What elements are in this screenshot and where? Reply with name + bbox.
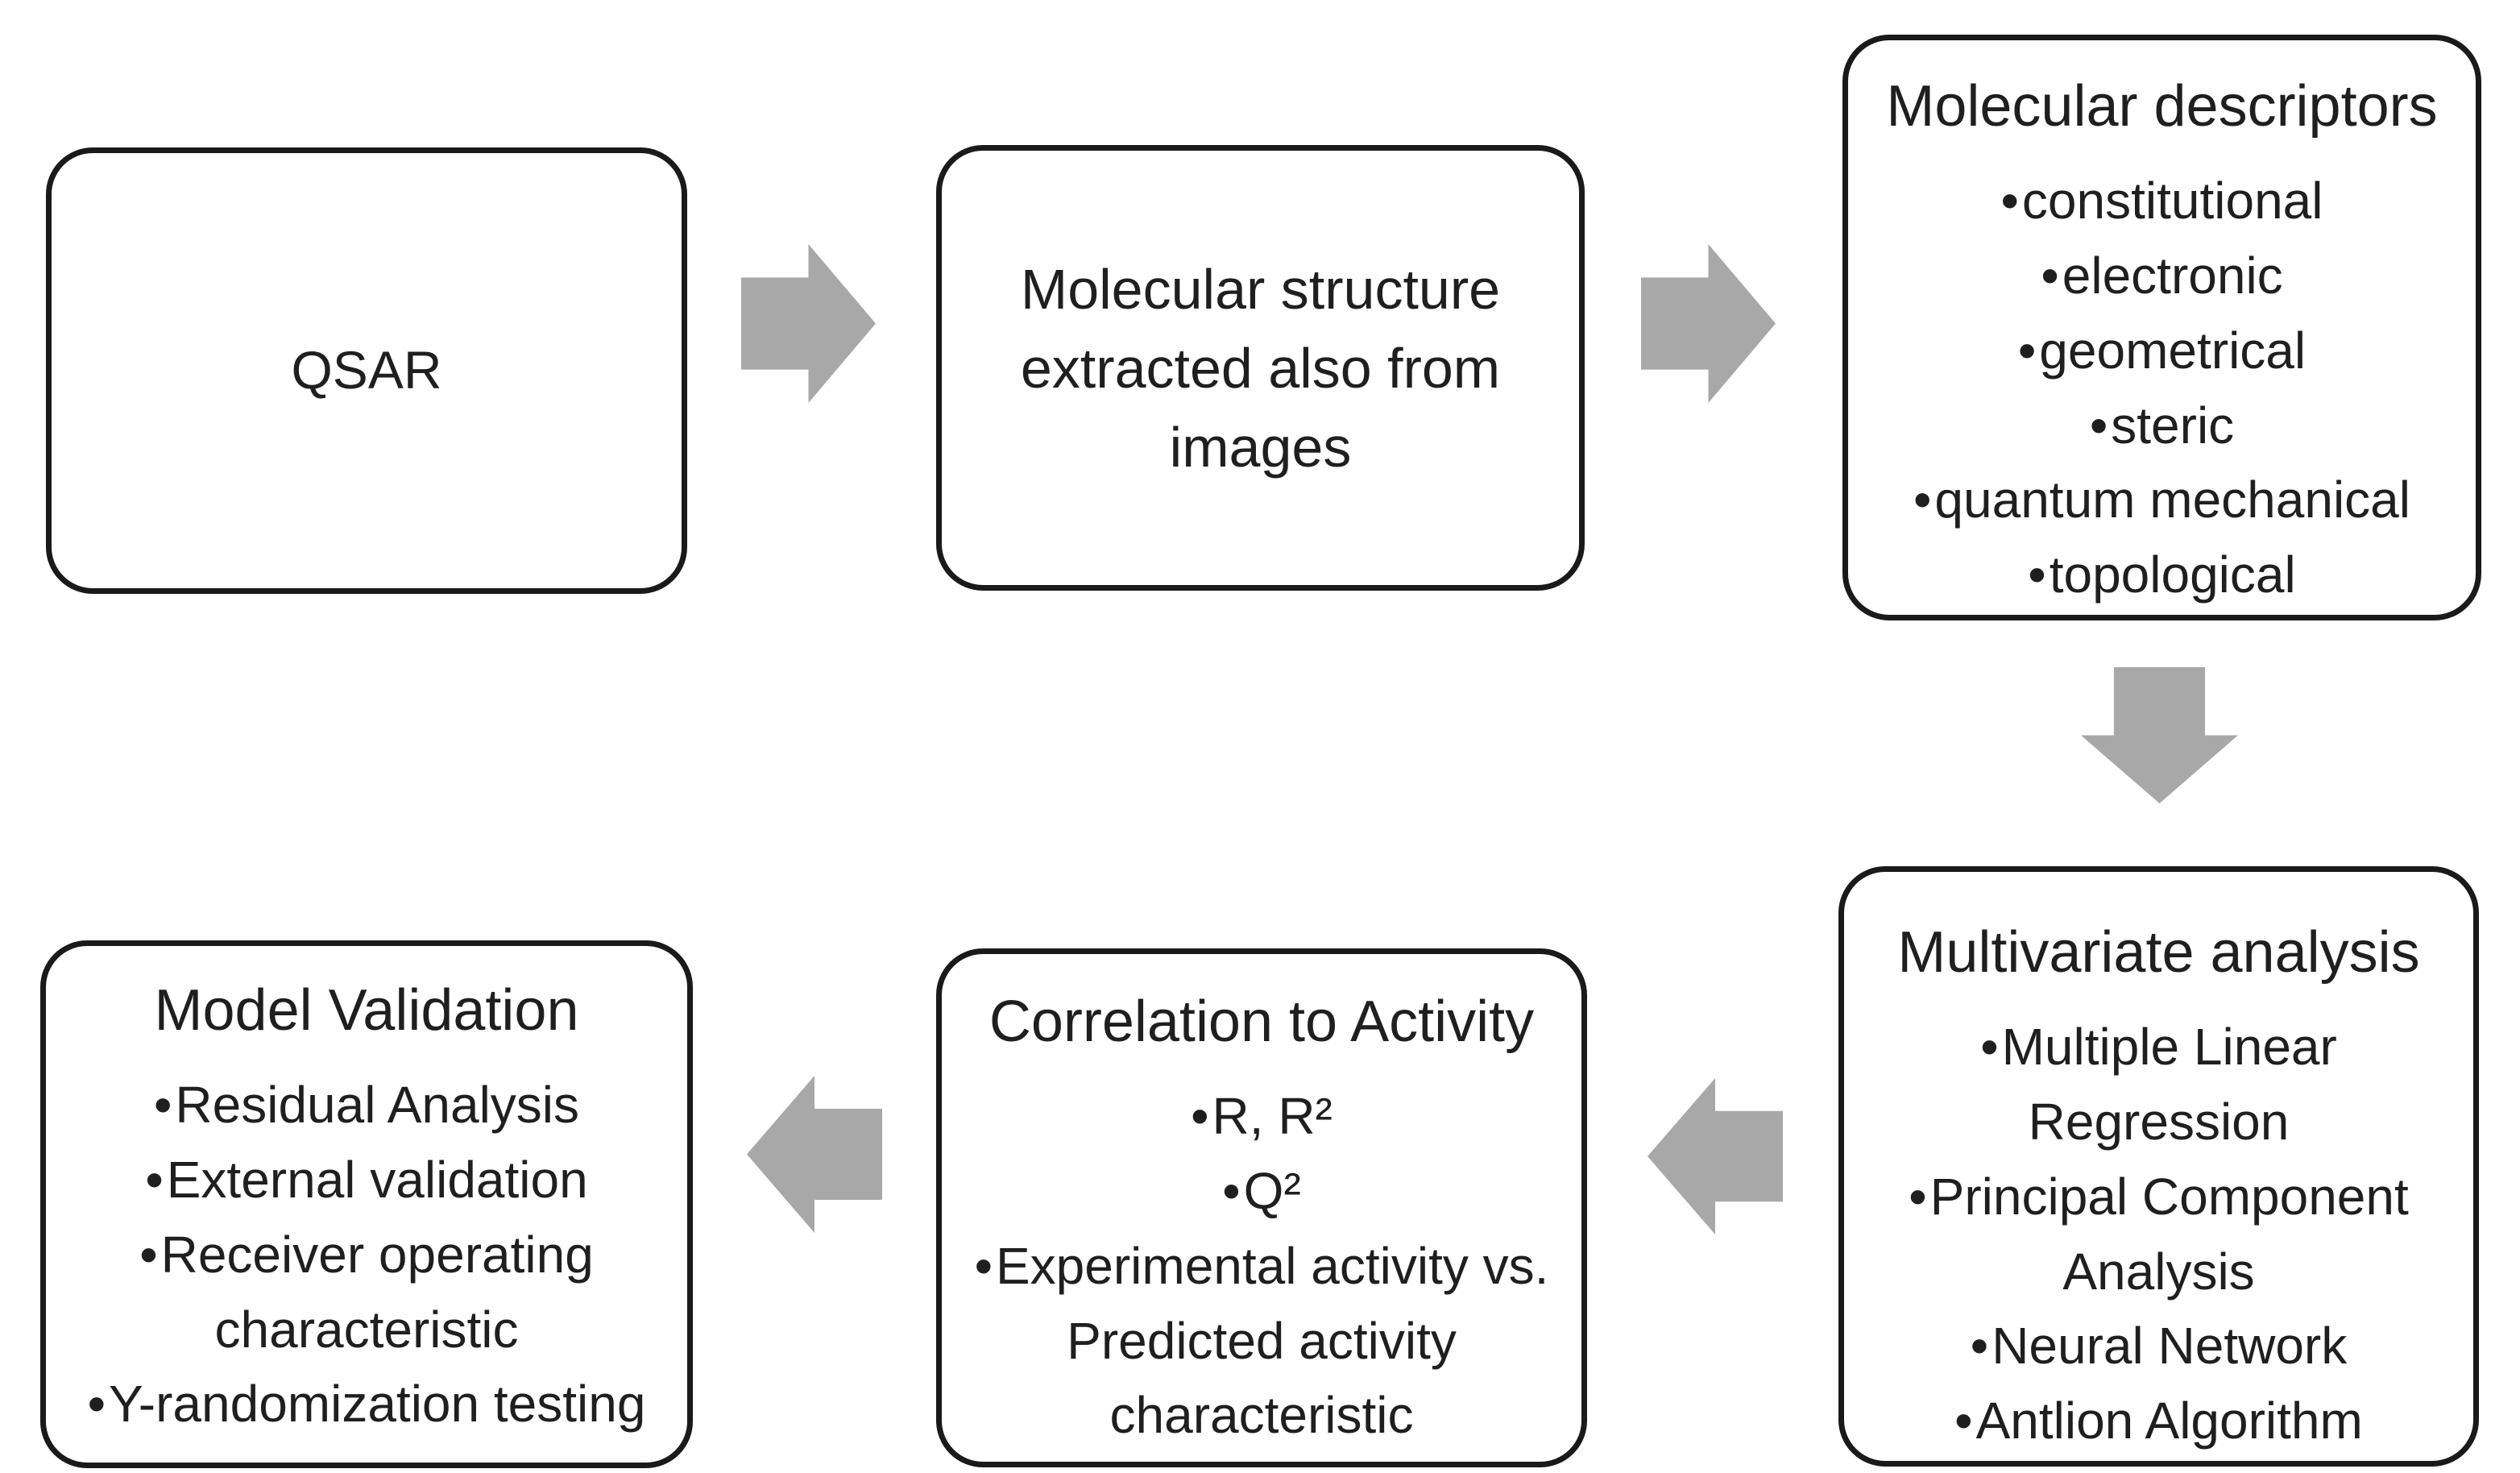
flow-box-correlation-to-activity: Correlation to Activity R, R² Q² Experim…: [936, 948, 1587, 1467]
bullet-item: constitutional: [1867, 164, 2456, 239]
bullet-item: electronic: [1867, 239, 2456, 313]
multivariate-analysis-title: Multivariate analysis: [1897, 920, 2420, 985]
bullet-item: Residual Analysis: [57, 1068, 676, 1143]
bullet-item: Experimental activity vs. Predicted acti…: [961, 1229, 1562, 1453]
block-arrow-right-icon: [1641, 244, 1776, 403]
model-validation-list: Residual Analysis External validation Re…: [57, 1068, 676, 1442]
bullet-item: geometrical: [1867, 313, 2456, 388]
block-arrow-left-icon: [747, 1076, 882, 1233]
flow-box-model-validation: Model Validation Residual Analysis Exter…: [40, 940, 693, 1468]
bullet-item: Q²: [961, 1154, 1562, 1229]
bullet-item: Y-randomization testing: [57, 1367, 676, 1442]
multivariate-analysis-list: Multiple Linear Regression Principal Com…: [1863, 1010, 2454, 1458]
block-arrow-right-icon: [741, 244, 876, 403]
molecular-structure-label: Molecular structure extracted also from …: [1020, 257, 1501, 479]
bullet-item: Neural Network: [1863, 1309, 2454, 1384]
block-arrow-left-icon: [1648, 1078, 1783, 1234]
molecular-descriptors-list: constitutional electronic geometrical st…: [1867, 164, 2456, 612]
correlation-to-activity-title: Correlation to Activity: [989, 990, 1535, 1054]
correlation-to-activity-list: R, R² Q² Experimental activity vs. Predi…: [961, 1079, 1562, 1453]
model-validation-title: Model Validation: [154, 978, 579, 1043]
block-arrow-down-icon: [2081, 667, 2238, 803]
molecular-descriptors-title: Molecular descriptors: [1886, 74, 2438, 139]
bullet-item: Principal Component Analysis: [1863, 1160, 2454, 1309]
bullet-item: quantum mechanical: [1867, 463, 2456, 537]
bullet-item: Antlion Algorithm: [1863, 1384, 2454, 1458]
bullet-item: External validation: [57, 1143, 676, 1218]
bullet-item: topological: [1867, 537, 2456, 612]
bullet-item: steric: [1867, 388, 2456, 463]
flow-box-qsar: QSAR: [46, 147, 687, 594]
flow-box-molecular-descriptors: Molecular descriptors constitutional ele…: [1842, 35, 2481, 620]
qsar-label: QSAR: [291, 340, 442, 400]
bullet-item: R, R²: [961, 1079, 1562, 1154]
bullet-item: Receiver operating characteristic: [57, 1218, 676, 1367]
flow-box-multivariate-analysis: Multivariate analysis Multiple Linear Re…: [1838, 866, 2479, 1467]
bullet-item: Multiple Linear Regression: [1863, 1010, 2454, 1160]
flow-box-molecular-structure: Molecular structure extracted also from …: [936, 145, 1585, 591]
